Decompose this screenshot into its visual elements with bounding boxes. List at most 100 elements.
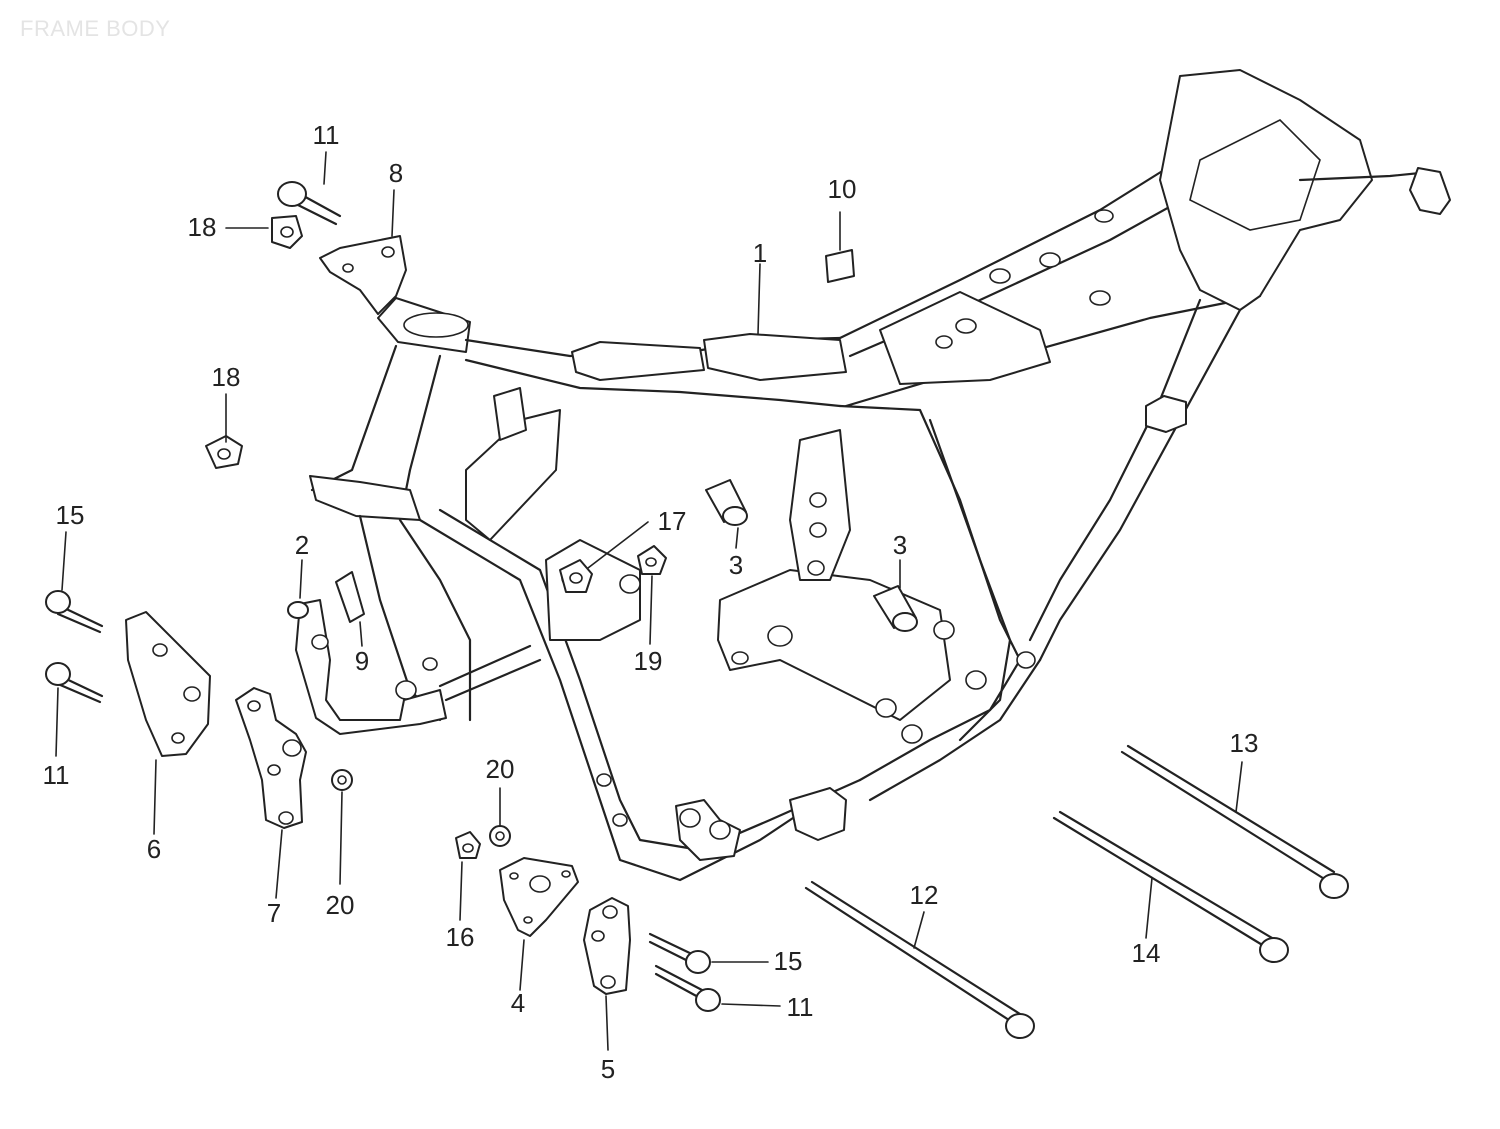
leader-11a bbox=[323, 151, 327, 185]
callout-20-middle: 20 bbox=[486, 754, 515, 784]
rear-strut-long bbox=[1028, 298, 1202, 642]
nut-16 bbox=[455, 831, 481, 859]
diagram-title: FRAME BODY bbox=[20, 16, 171, 41]
lower-mount-hole-2 bbox=[709, 820, 731, 840]
callout-7: 7 bbox=[267, 898, 281, 928]
nut-20-left bbox=[331, 769, 353, 791]
leader-13 bbox=[1235, 761, 1243, 813]
grab-bar-end bbox=[1409, 167, 1451, 215]
leader-1 bbox=[757, 263, 761, 335]
nut-20-middle bbox=[489, 825, 511, 847]
callout-10: 10 bbox=[828, 174, 857, 204]
steering-head-opening bbox=[403, 312, 469, 338]
tray-hole-2 bbox=[935, 335, 953, 349]
callout-3-right: 3 bbox=[893, 530, 907, 560]
leader-11b bbox=[55, 687, 59, 757]
top-cross-plate bbox=[703, 333, 847, 381]
lower-mount-plate bbox=[789, 787, 847, 841]
leader-11c bbox=[721, 1003, 781, 1007]
callout-8: 8 bbox=[389, 158, 403, 188]
hanger-hole-3 bbox=[807, 560, 825, 576]
top-gusset bbox=[571, 341, 705, 381]
callout-9: 9 bbox=[355, 646, 369, 676]
plate-4 bbox=[499, 857, 579, 937]
rear-lower-tube-b bbox=[868, 658, 1042, 802]
callout-3-left: 3 bbox=[729, 550, 743, 580]
bolt-15-left bbox=[45, 590, 104, 634]
nut-19 bbox=[637, 545, 667, 575]
bracket-7 bbox=[235, 687, 307, 829]
callout-19: 19 bbox=[634, 646, 663, 676]
footrest-hole-1 bbox=[311, 634, 329, 650]
callout-18-middle: 18 bbox=[212, 362, 241, 392]
plate-hole-2 bbox=[767, 625, 793, 647]
collar-3-left bbox=[705, 479, 748, 526]
rail-hole-2 bbox=[1039, 252, 1061, 268]
nut-17 bbox=[559, 559, 593, 593]
leader-lines bbox=[55, 151, 1243, 1051]
footrest-hole-2 bbox=[395, 680, 417, 700]
leader-15a bbox=[61, 531, 67, 591]
plate-6 bbox=[125, 611, 211, 757]
main-frame bbox=[295, 69, 1451, 882]
callout-2: 2 bbox=[295, 530, 309, 560]
cradle-hole-1 bbox=[596, 773, 612, 787]
callout-17: 17 bbox=[658, 506, 687, 536]
callout-1: 1 bbox=[753, 238, 767, 268]
callout-18-top: 18 bbox=[188, 212, 217, 242]
front-downtube-outer bbox=[310, 344, 398, 492]
plate-hole-7 bbox=[875, 698, 897, 718]
lower-cradle-outer bbox=[418, 518, 822, 882]
callout-11-top: 11 bbox=[313, 120, 340, 150]
hanger-hole-1 bbox=[809, 492, 827, 508]
strut-collar bbox=[1145, 395, 1187, 433]
hanger-hole-2 bbox=[809, 522, 827, 538]
leader-6 bbox=[153, 759, 157, 835]
plate-hole-5 bbox=[901, 724, 923, 744]
leader-8 bbox=[391, 189, 395, 237]
cross-tube-front bbox=[444, 658, 542, 702]
leader-12 bbox=[913, 911, 925, 949]
leader-5 bbox=[605, 995, 609, 1051]
leader-19 bbox=[649, 575, 653, 645]
long-bolt-13 bbox=[1120, 744, 1349, 899]
rail-hole-4 bbox=[1094, 209, 1114, 223]
battery-tray bbox=[879, 291, 1051, 385]
bolt-11-bottom bbox=[654, 964, 721, 1012]
callout-14: 14 bbox=[1132, 938, 1161, 968]
rear-lower-tube bbox=[858, 658, 1022, 782]
leader-14 bbox=[1145, 877, 1153, 939]
callout-16: 16 bbox=[446, 922, 475, 952]
callout-6: 6 bbox=[147, 834, 161, 864]
leader-9 bbox=[359, 621, 363, 647]
callout-15-bottom: 15 bbox=[774, 946, 803, 976]
collar-3-right bbox=[873, 585, 918, 632]
rear-engine-plate bbox=[717, 569, 951, 721]
callout-20-left: 20 bbox=[326, 890, 355, 920]
clip-9 bbox=[335, 571, 365, 623]
long-bolt-12 bbox=[804, 880, 1035, 1039]
top-tube-lower bbox=[464, 358, 842, 408]
callout-13: 13 bbox=[1230, 728, 1259, 758]
bracket-hole-2 bbox=[619, 574, 641, 594]
front-downtube-inner bbox=[402, 354, 442, 502]
leader-17 bbox=[587, 521, 649, 569]
rail-hole-3 bbox=[1089, 290, 1111, 306]
front-gusset bbox=[309, 475, 421, 521]
bush-10 bbox=[825, 249, 855, 283]
callout-labels: 1 2 3 3 4 5 6 7 8 9 10 11 11 11 12 13 14… bbox=[43, 120, 1259, 1084]
leader-3a bbox=[735, 527, 739, 549]
side-tab-upper bbox=[493, 387, 527, 441]
bolt-11-top bbox=[277, 181, 342, 226]
footrest-bracket bbox=[295, 599, 447, 735]
nut-18-top bbox=[271, 215, 303, 249]
cradle-hole-2 bbox=[612, 813, 628, 827]
rail-hole-1 bbox=[989, 268, 1011, 284]
rear-strut-long-b bbox=[1038, 308, 1242, 662]
tail-loop-opening bbox=[1189, 119, 1321, 231]
bolt-11-left bbox=[45, 662, 104, 704]
seat-rail-upper bbox=[838, 158, 1182, 340]
lower-mount-hole-1 bbox=[679, 808, 701, 828]
callout-5: 5 bbox=[601, 1054, 615, 1084]
